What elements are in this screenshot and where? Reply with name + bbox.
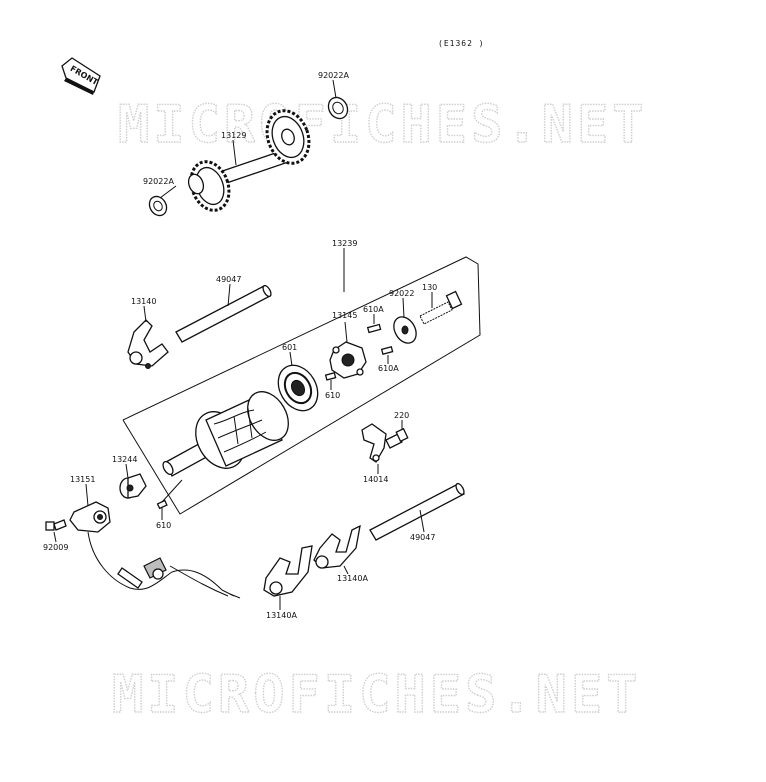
shift-fork-13140 <box>127 319 169 369</box>
label-fork-13140: 13140 <box>131 297 156 306</box>
label-cam-13244: 13244 <box>112 455 137 464</box>
watermark-top: MICROFICHES.NET <box>118 95 648 155</box>
shaft-gear-13129 <box>187 109 311 212</box>
bolt-220 <box>385 427 409 449</box>
diagram-code: (E1362 ) <box>438 39 485 48</box>
label-pin-610a-top: 610A <box>363 305 384 314</box>
label-drum-assembly-13239: 13239 <box>332 239 357 248</box>
washer-92022a-top <box>327 96 349 120</box>
label-bolt-220: 220 <box>394 411 409 420</box>
washer-92022a-bottom <box>148 195 168 217</box>
label-fork-13140a-left: 13140A <box>266 611 297 620</box>
neutral-switch-13151 <box>69 501 241 599</box>
label-cam-13145: 13145 <box>332 311 357 320</box>
shift-fork-13140a-right <box>313 524 361 569</box>
cam-13244 <box>119 473 147 499</box>
pin-610-mid <box>324 371 337 381</box>
front-arrow-icon: FRONT <box>61 57 101 95</box>
shift-fork-13140a-left <box>263 545 313 597</box>
pin-610a-top <box>366 323 382 334</box>
label-pin-610-bottom: 610 <box>156 521 171 530</box>
washer-92022 <box>393 316 417 344</box>
pin-610a-bottom <box>380 345 394 355</box>
shift-drum-cam-13145 <box>329 341 367 379</box>
bearing-601 <box>277 364 319 412</box>
label-fork-13140a-right: 13140A <box>337 574 368 583</box>
label-washer-92022a-top: 92022A <box>318 71 349 80</box>
label-washer-92022: 92022 <box>389 289 414 298</box>
shift-rod-49047-top <box>175 284 272 343</box>
label-pin-610a-bottom: 610A <box>378 364 399 373</box>
pin-610-bottom <box>156 499 168 510</box>
label-washer-92022a-bottom: 92022A <box>143 177 174 186</box>
label-stopper-14014: 14014 <box>363 475 388 484</box>
label-pin-610-mid: 610 <box>325 391 340 400</box>
label-bearing-601: 601 <box>282 343 297 352</box>
label-switch-13151: 13151 <box>70 475 95 484</box>
shift-drum <box>162 391 289 477</box>
screw-92009 <box>45 519 67 531</box>
label-bolt-130: 130 <box>422 283 437 292</box>
watermark-bottom: MICROFICHES.NET <box>112 665 642 725</box>
label-rod-49047-top: 49047 <box>216 275 241 284</box>
label-screw-92009: 92009 <box>43 543 68 552</box>
shift-rod-49047-bottom <box>369 482 465 541</box>
label-rod-49047-bottom: 49047 <box>410 533 435 542</box>
bolt-130 <box>419 290 463 325</box>
label-shaft-gear-13129: 13129 <box>221 131 246 140</box>
drum-assembly-frame <box>122 256 481 515</box>
shift-drum-stopper-14014 <box>361 423 387 463</box>
